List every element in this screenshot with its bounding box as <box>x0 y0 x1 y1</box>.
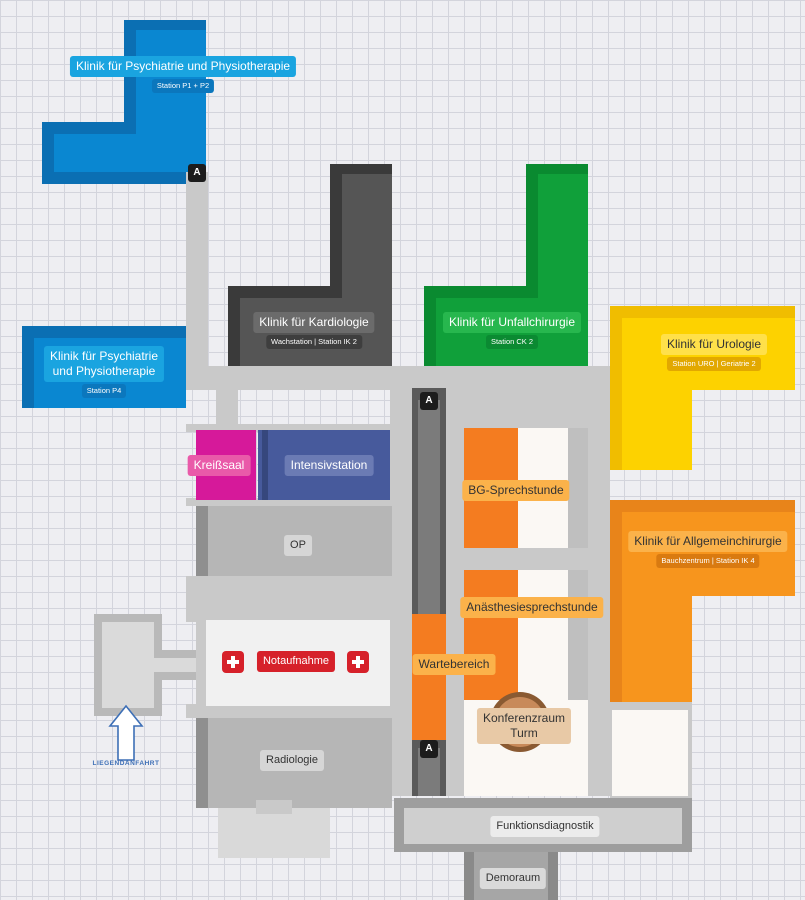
kardiologie-station: Wachstation | Station IK 2 <box>266 335 362 349</box>
label-kardiologie[interactable]: Klinik für Kardiologie Wachstation | Sta… <box>253 312 375 349</box>
psychiatrie-p12-station: Station P1 + P2 <box>151 79 215 93</box>
room-anaesthesie <box>464 570 518 700</box>
urologie-station: Station URO | Geriatrie 2 <box>667 357 761 371</box>
bg-sprechstunde-name: BG-Sprechstunde <box>462 480 570 501</box>
demoraum-name: Demoraum <box>479 868 547 889</box>
kreisssaal-name: Kreißsaal <box>187 455 251 476</box>
label-wartebereich[interactable]: Wartebereich <box>412 654 496 675</box>
corridor-network <box>186 172 610 796</box>
label-funktionsdiagnostik[interactable]: Funktionsdiagnostik <box>490 816 600 837</box>
label-kreisssaal[interactable]: Kreißsaal <box>187 455 251 476</box>
label-konferenzraum-turm[interactable]: Konferenzraum Turm <box>476 708 572 744</box>
wartebereich-name: Wartebereich <box>412 654 496 675</box>
label-anaesthesiesprechstunde[interactable]: Anästhesiesprechstunde <box>460 597 604 618</box>
building-urologie[interactable] <box>610 306 795 470</box>
funktionsdiagnostik-name: Funktionsdiagnostik <box>490 816 600 837</box>
first-aid-cross-icon-left <box>222 651 244 673</box>
label-urologie[interactable]: Klinik für Urologie Station URO | Geriat… <box>660 334 768 371</box>
anaesthesie-name: Anästhesiesprechstunde <box>460 597 604 618</box>
label-radiologie[interactable]: Radiologie <box>260 750 324 771</box>
op-name: OP <box>284 535 312 556</box>
allgemeinchirurgie-name: Klinik für Allgemeinchirurgie <box>628 531 788 552</box>
psychiatrie-p4-name-line2: und Physiotherapie <box>52 364 156 378</box>
urologie-name: Klinik für Urologie <box>660 334 768 355</box>
label-notaufnahme[interactable]: Notaufnahme <box>256 651 336 672</box>
liegendanfahrt-arrow-icon <box>108 704 144 761</box>
psychiatrie-p4-name-line1: Klinik für Psychiatrie <box>49 349 159 363</box>
first-aid-cross-icon-right <box>347 651 369 673</box>
psychiatrie-p12-name: Klinik für Psychiatrie und Physiotherapi… <box>69 56 297 77</box>
label-unfallchirurgie[interactable]: Klinik für Unfallchirurgie Station CK 2 <box>442 312 582 349</box>
radiologie-name: Radiologie <box>260 750 324 771</box>
building-psychiatrie-p12[interactable] <box>42 20 206 184</box>
unfallchirurgie-station: Station CK 2 <box>485 335 539 349</box>
notaufnahme-name: Notaufnahme <box>256 651 336 672</box>
label-psychiatrie-p4[interactable]: Klinik für Psychiatrie und Physiotherapi… <box>43 346 165 398</box>
label-allgemeinchirurgie[interactable]: Klinik für Allgemeinchirurgie Bauchzentr… <box>628 531 788 568</box>
elevator-a-marker-bottom[interactable]: A <box>420 740 438 758</box>
konferenzraum-name: Konferenzraum Turm <box>476 708 572 744</box>
psychiatrie-p4-name: Klinik für Psychiatrie und Physiotherapi… <box>43 346 165 382</box>
room-wartebereich <box>412 614 446 740</box>
unfallchirurgie-name: Klinik für Unfallchirurgie <box>442 312 582 333</box>
konferenzraum-line1: Konferenzraum <box>482 711 566 725</box>
label-psychiatrie-p12[interactable]: Klinik für Psychiatrie und Physiotherapi… <box>69 56 297 93</box>
room-allgemein-annex <box>610 702 692 798</box>
psychiatrie-p4-station: Station P4 <box>81 384 127 398</box>
label-intensivstation[interactable]: Intensivstation <box>284 455 374 476</box>
konferenzraum-line2: Turm <box>510 726 538 740</box>
liegendanfahrt-label: LIEGENDANFAHRT <box>92 760 160 767</box>
kardiologie-name: Klinik für Kardiologie <box>253 312 375 333</box>
elevator-a-marker-middle[interactable]: A <box>420 392 438 410</box>
elevator-a-marker-top[interactable]: A <box>188 164 206 182</box>
label-op[interactable]: OP <box>284 535 312 556</box>
label-bg-sprechstunde[interactable]: BG-Sprechstunde <box>462 480 570 501</box>
allgemeinchirurgie-station: Bauchzentrum | Station IK 4 <box>656 554 760 568</box>
liegendanfahrt-area <box>94 614 206 716</box>
label-demoraum[interactable]: Demoraum <box>479 868 547 889</box>
intensivstation-name: Intensivstation <box>284 455 374 476</box>
